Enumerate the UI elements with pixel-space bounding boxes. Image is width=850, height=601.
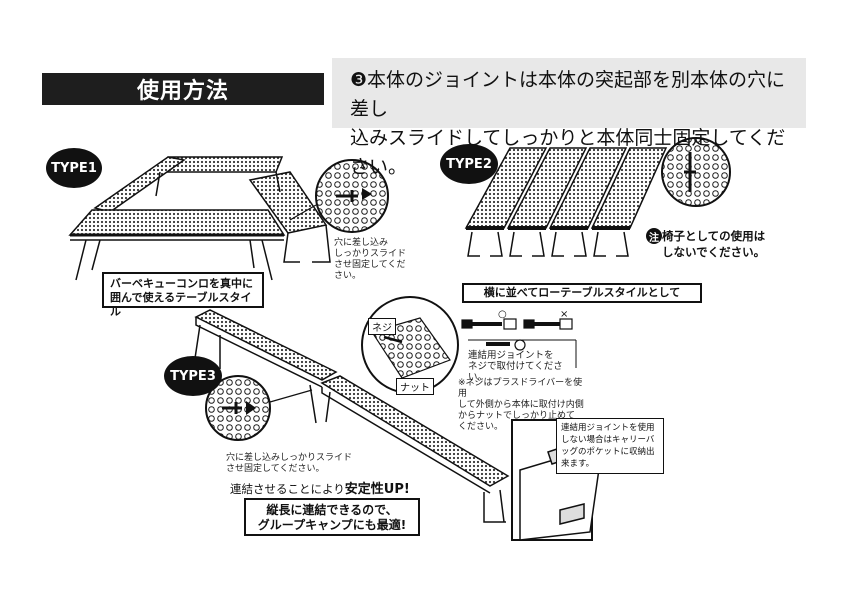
joint-label-line: 連結用ジョイントを: [468, 350, 554, 361]
screw-note-line: からナットでしっかり止めて: [458, 411, 576, 421]
type1-zoom-note-line: しっかりスライド: [334, 249, 407, 259]
type1-caption: バーベキューコンロを真中に 囲んで使えるテーブルスタイル: [102, 272, 264, 318]
type2-warning-line: しないでください。: [662, 245, 766, 259]
type2-tables-illustration: [464, 147, 668, 257]
type3-zoom-note-line: させ固定してください。: [226, 464, 325, 474]
type1-badge: TYPE1: [46, 148, 102, 188]
screw-note-line: ください。: [458, 422, 504, 432]
type2-badge: TYPE2: [440, 144, 498, 184]
storage-note-line: しない場合はキャリーバ: [561, 435, 655, 445]
type1-table-illustration: [68, 156, 331, 281]
storage-note-line: 来ます。: [561, 459, 595, 469]
type3-zoom-note: 穴に差し込みしっかりスライド させ固定してください。: [226, 453, 376, 475]
screw-note-line: して外側から本体に取付け内側: [458, 400, 584, 410]
instruction-line-2: 込みスライドしてしっかりと本体同士固定してください。: [350, 127, 786, 178]
nut-label: ナット: [396, 378, 434, 395]
type3-caption: 縦長に連結できるので、 グループキャンプにも最適!: [244, 498, 420, 536]
page-title: 使用方法: [42, 73, 324, 105]
type3-tables-illustration: [193, 309, 510, 523]
storage-note-line: ッグのポケットに収納出: [561, 447, 655, 457]
joint-label-line: ネジで取付けてください。: [468, 361, 563, 383]
stability-text: 連結させることにより安定性UP!: [230, 478, 410, 497]
type1-caption-line: 囲んで使えるテーブルスタイル: [110, 291, 252, 318]
type1-caption-line: バーベキューコンロを真中に: [110, 277, 253, 290]
ok-mark: ○: [498, 309, 507, 320]
screw-note-line: ※ネジはプラスドライバーを使用: [458, 378, 583, 399]
type3-zoom-note-line: 穴に差し込みしっかりスライド: [226, 453, 353, 463]
type2-warning: 椅子としての使用は しないでください。: [662, 228, 782, 260]
joint-label: 連結用ジョイントを ネジで取付けてください。: [468, 350, 578, 383]
carry-bag-illustration: [511, 419, 601, 541]
storage-note: 連結用ジョイントを使用 しない場合はキャリーバ ッグのポケットに収納出 来ます。: [556, 418, 664, 474]
screw-note: ※ネジはプラスドライバーを使用 して外側から本体に取付け内側 からナットでしっか…: [458, 378, 588, 433]
instruction-box: [332, 58, 806, 128]
type3-joint-zoom: [205, 375, 313, 441]
type1-zoom-note-line: 穴に差し込み: [334, 238, 389, 248]
warning-mark: 注: [646, 228, 662, 244]
stability-bold: 安定性UP!: [344, 482, 410, 497]
type3-caption-line: グループキャンプにも最適!: [257, 518, 407, 532]
type1-zoom-note-line: さい。: [334, 271, 362, 281]
instruction-text: ❸本体のジョイントは本体の突起部を別本体の穴に差し 込みスライドしてしっかりと本…: [350, 66, 790, 182]
stability-pre: 連結させることにより: [230, 482, 345, 496]
screw-label: ネジ: [368, 318, 396, 335]
ng-mark: ×: [560, 309, 569, 320]
type2-warning-line: 椅子としての使用は: [662, 229, 766, 243]
storage-note-line: 連結用ジョイントを使用: [561, 423, 655, 433]
type1-joint-zoom: [289, 159, 389, 233]
type2-joint-zoom: [661, 137, 731, 207]
type1-zoom-note-line: させ固定してくだ: [334, 260, 406, 270]
screw-diagrams: [461, 318, 577, 368]
type3-caption-line: 縦長に連結できるので、: [266, 503, 398, 517]
type3-badge: TYPE3: [164, 356, 222, 396]
type1-zoom-note: 穴に差し込み しっかりスライド させ固定してくだ さい。: [334, 238, 414, 282]
instruction-line-1: ❸本体のジョイントは本体の突起部を別本体の穴に差し: [350, 69, 786, 120]
type2-caption: 横に並べてローテーブルスタイルとして: [462, 283, 702, 303]
